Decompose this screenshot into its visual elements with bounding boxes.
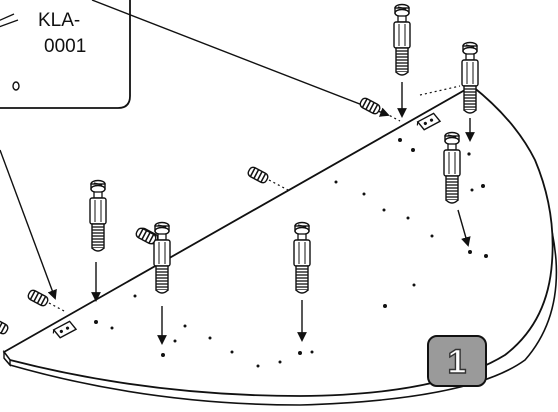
dowel-icon xyxy=(358,96,382,116)
step-number: 1 xyxy=(448,343,467,381)
cam-bolt-icon xyxy=(153,221,171,294)
cam-bolt-icon xyxy=(293,221,311,294)
step-badge: 1 xyxy=(427,335,487,387)
cam-bolts xyxy=(89,3,479,345)
callout-edge-line xyxy=(0,13,15,21)
leader-arrow-right xyxy=(91,0,390,117)
part-callout: KLA- 0001 xyxy=(0,0,131,109)
cam-bolt-icon xyxy=(89,179,107,252)
part-code-line2: 0001 xyxy=(44,36,86,57)
part-code-line1: KLA- xyxy=(38,10,80,31)
callout-leaders xyxy=(0,0,390,300)
dowel-icon xyxy=(134,226,158,246)
dowel-icon xyxy=(26,288,50,308)
cam-bolt-icon xyxy=(461,41,479,114)
dowels xyxy=(0,85,461,336)
callout-hole-icon xyxy=(12,81,20,91)
cam-bolt-icon xyxy=(393,3,411,76)
leader-arrow-left xyxy=(0,149,57,300)
cam-bolt-icon xyxy=(443,131,461,204)
dowel-icon xyxy=(0,316,10,336)
dowel-icon xyxy=(246,165,270,185)
panel-holes xyxy=(94,138,488,368)
